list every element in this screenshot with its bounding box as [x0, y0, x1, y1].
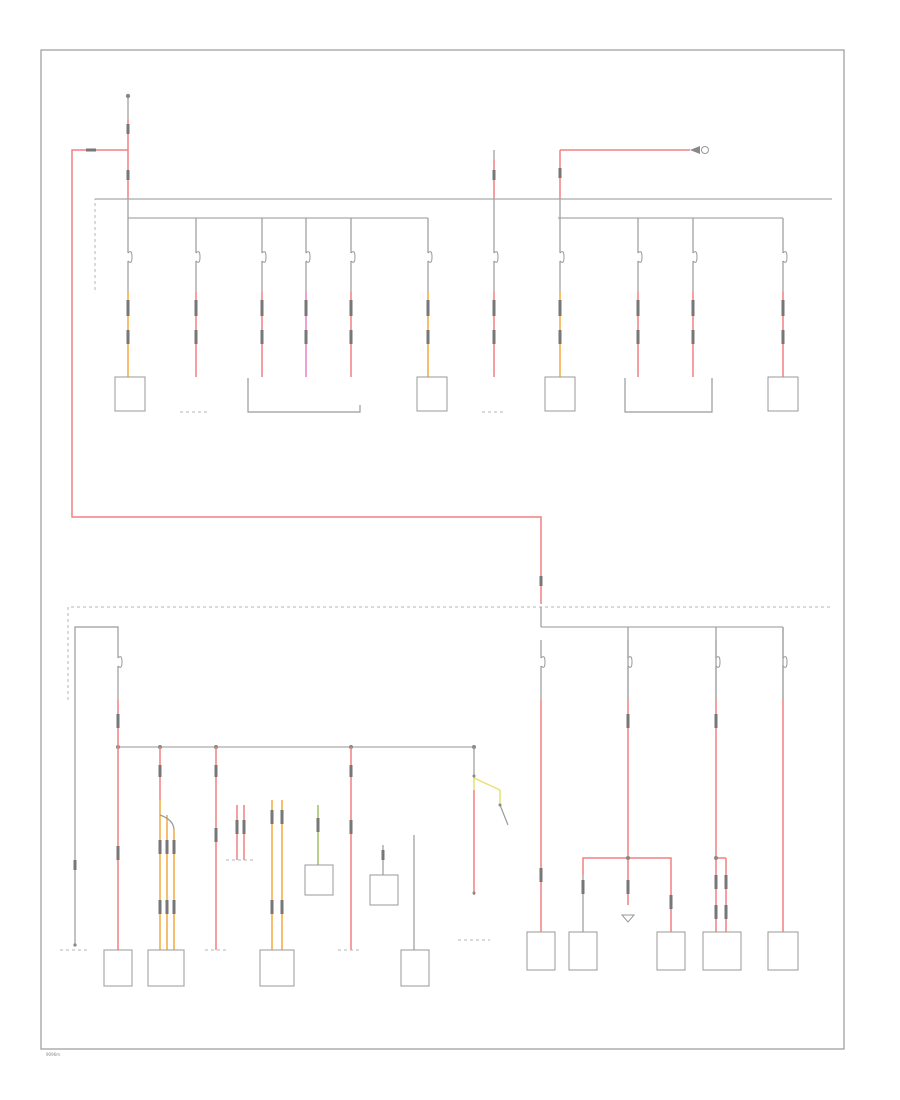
component-box-l1	[103, 949, 133, 987]
component-box-r1	[526, 931, 556, 971]
top-fuse-11	[782, 235, 788, 280]
top-source-connector	[125, 93, 131, 199]
top-fuse-6	[427, 235, 433, 280]
switch-assembly	[472, 747, 509, 895]
page-code: 9096m	[46, 1052, 60, 1057]
component-bracket-t3	[247, 378, 361, 413]
top-fuse-group	[126, 218, 788, 377]
top-fuse-7	[493, 235, 499, 280]
top-fuse-3	[261, 235, 267, 280]
top-fuse-1	[127, 235, 133, 280]
component-box-r3	[656, 931, 686, 971]
feed-connector-lower	[539, 576, 543, 586]
component-box-t1	[114, 376, 146, 412]
top-fuse-8	[559, 235, 565, 280]
component-box-r2	[568, 931, 598, 971]
component-box-l7	[369, 874, 399, 906]
lower-fuse-1	[117, 640, 123, 685]
lower-fuse-panel-outline	[67, 606, 832, 700]
feed-connector-top	[86, 148, 96, 152]
component-box-l2	[147, 949, 185, 987]
component-box-t4	[416, 376, 448, 412]
top-right-source	[558, 146, 709, 199]
lower-fuse-group	[117, 627, 788, 700]
center-top-feed	[492, 150, 496, 199]
top-fuse-2	[195, 235, 201, 280]
component-box-r4	[702, 931, 742, 971]
lower-left-feed	[74, 626, 119, 945]
component-box-t8	[767, 376, 799, 412]
component-box-l5	[304, 864, 334, 896]
component-box-r5	[767, 931, 799, 971]
component-box-l6	[259, 949, 295, 987]
component-box-l9	[400, 949, 430, 987]
top-fuse-5	[350, 235, 356, 280]
component-bracket-t7	[624, 378, 713, 413]
top-fuse-9	[637, 235, 643, 280]
component-box-t6	[544, 376, 576, 412]
ground-symbol-icon	[620, 914, 636, 923]
lower-fuse-2	[540, 640, 546, 685]
top-fuse-4	[305, 235, 311, 280]
diagram-frame	[40, 49, 845, 1050]
top-fuse-panel-outline	[94, 198, 832, 290]
top-fuse-10	[692, 235, 698, 280]
